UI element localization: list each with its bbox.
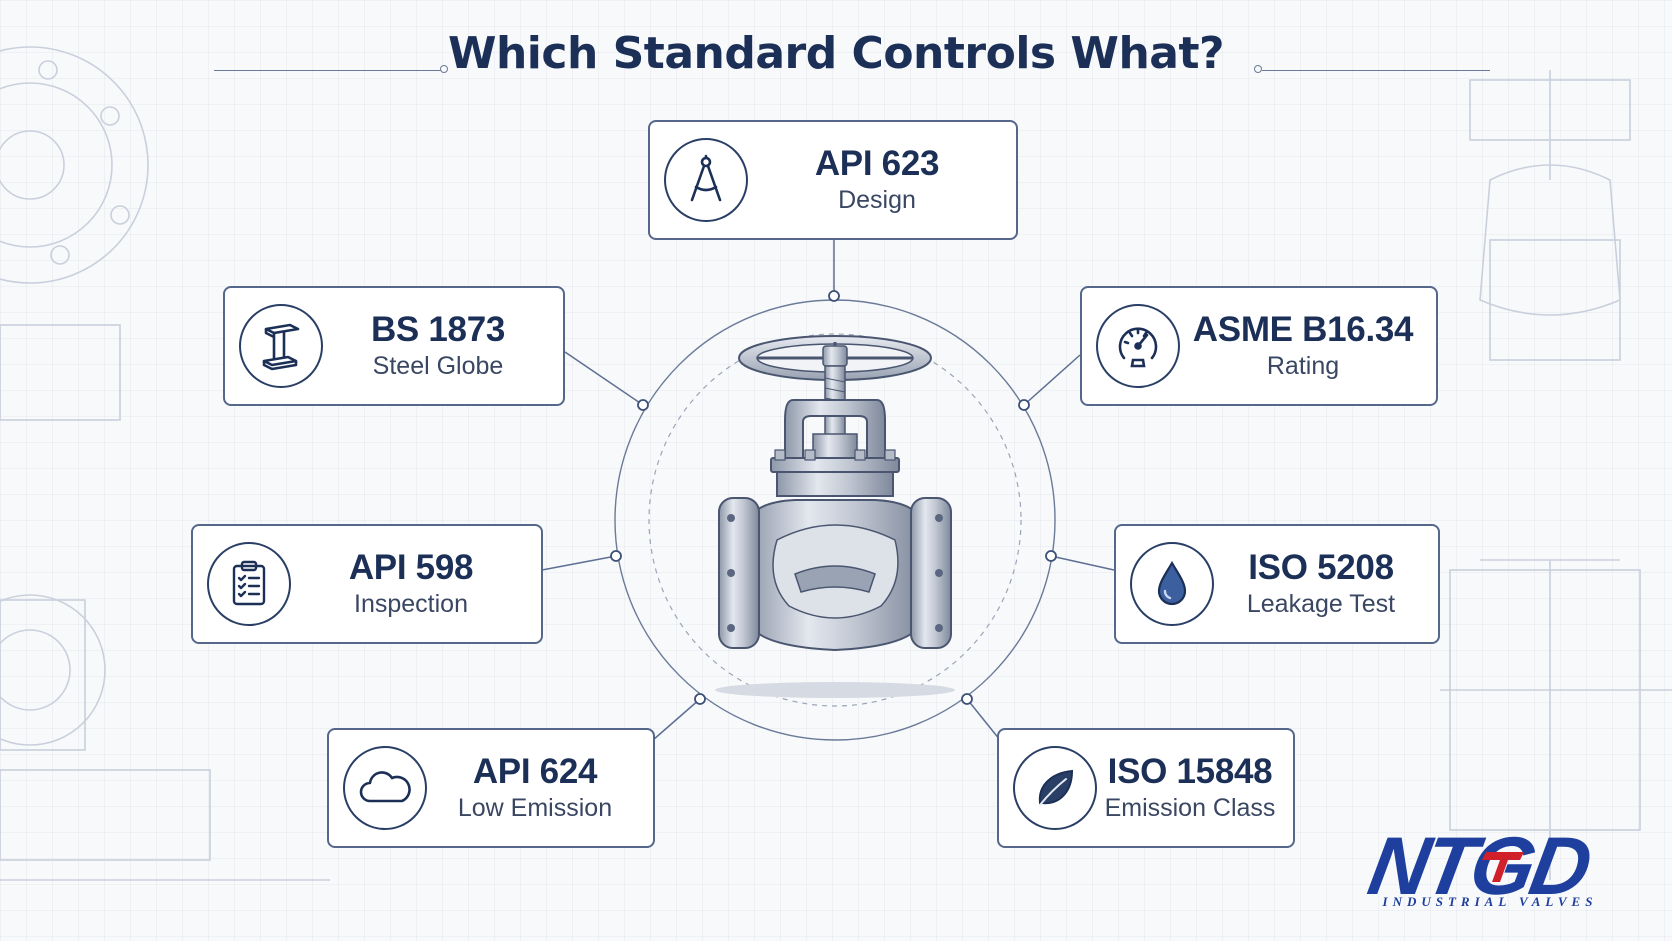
brand-tagline: INDUSTRIAL VALVES <box>1382 894 1598 909</box>
connector-asme-b16-34 <box>1023 354 1081 406</box>
standard-label: Design <box>838 185 916 214</box>
node-api-598 <box>610 550 622 562</box>
cloud-icon <box>343 746 427 830</box>
i-beam-icon <box>239 304 323 388</box>
standard-label: Low Emission <box>457 793 613 822</box>
title-rule-left <box>214 70 444 71</box>
node-asme-b16-34 <box>1018 399 1030 411</box>
connector-api-598 <box>541 555 617 571</box>
standard-card-text: ISO 15848 Emission Class <box>1097 752 1293 825</box>
brand-accent-mark <box>1482 852 1524 882</box>
clipboard-checklist-icon <box>207 542 291 626</box>
node-api-623 <box>828 290 840 302</box>
standard-card-iso-5208: ISO 5208 Leakage Test <box>1114 524 1440 644</box>
standard-code: ISO 5208 <box>1248 547 1394 587</box>
standard-code: BS 1873 <box>370 309 506 349</box>
standard-card-text: API 624 Low Emission <box>427 752 653 825</box>
globe-valve-illustration <box>715 335 955 698</box>
standard-label: Rating <box>1266 351 1340 380</box>
standard-code: ISO 15848 <box>1107 751 1273 791</box>
ntgd-logo: NTGD INDUSTRIAL VALVES <box>1360 821 1630 912</box>
standard-card-bs-1873: BS 1873 Steel Globe <box>223 286 565 406</box>
node-bs-1873 <box>637 399 649 411</box>
standard-label: Inspection <box>354 589 468 618</box>
standard-code: API 598 <box>348 547 474 587</box>
page-title: Which Standard Controls What? <box>447 28 1225 79</box>
standard-code: API 624 <box>472 751 598 791</box>
compass-icon <box>664 138 748 222</box>
standard-card-asme-b16-34: ASME B16.34 Rating <box>1080 286 1438 406</box>
node-iso-5208 <box>1045 550 1057 562</box>
standard-card-api-624: API 624 Low Emission <box>327 728 655 848</box>
standard-label: Emission Class <box>1104 793 1276 822</box>
standard-card-api-623: API 623 Design <box>648 120 1018 240</box>
pressure-gauge-icon <box>1096 304 1180 388</box>
standard-label: Steel Globe <box>372 351 504 380</box>
standard-code: API 623 <box>814 143 940 183</box>
title-rule-right-dot <box>1254 65 1262 73</box>
standard-card-text: API 623 Design <box>748 144 1016 217</box>
connector-iso-5208 <box>1050 555 1115 571</box>
standard-card-api-598: API 598 Inspection <box>191 524 543 644</box>
water-drop-icon <box>1130 542 1214 626</box>
connector-api-624 <box>652 698 701 741</box>
standard-label: Leakage Test <box>1246 589 1396 618</box>
standard-card-iso-15848: ISO 15848 Emission Class <box>997 728 1295 848</box>
connector-bs-1873 <box>564 351 644 406</box>
title-rule-right <box>1262 70 1490 71</box>
connector-iso-15848 <box>966 698 1001 741</box>
node-iso-15848 <box>961 693 973 705</box>
standard-code: ASME B16.34 <box>1192 309 1414 349</box>
title-rule-left-dot <box>440 65 448 73</box>
standard-card-text: ASME B16.34 Rating <box>1180 310 1436 383</box>
standard-card-text: BS 1873 Steel Globe <box>323 310 563 383</box>
leaf-icon <box>1013 746 1097 830</box>
standard-card-text: ISO 5208 Leakage Test <box>1214 548 1438 621</box>
node-api-624 <box>694 693 706 705</box>
standard-card-text: API 598 Inspection <box>291 548 541 621</box>
inner-dashed-ring <box>648 333 1022 707</box>
